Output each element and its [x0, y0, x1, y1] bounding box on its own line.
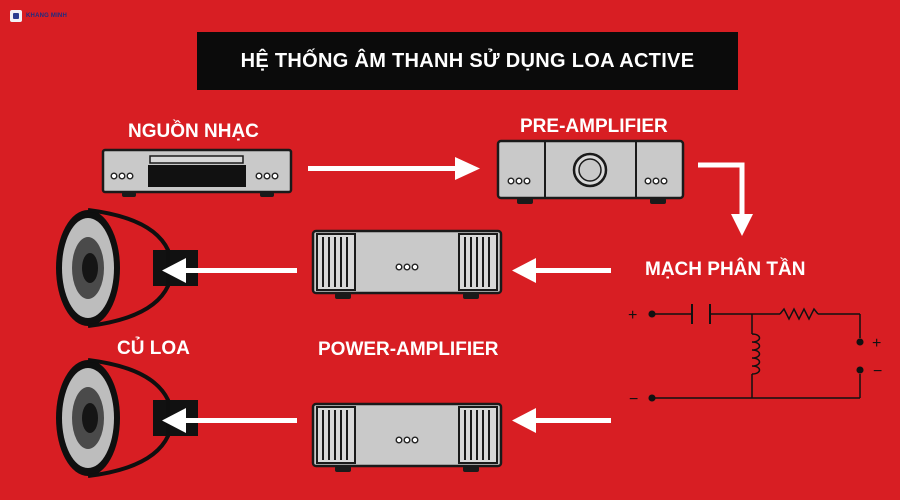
- arrow-icon: [512, 408, 611, 433]
- arrow-icon: [698, 162, 753, 236]
- label-pre-amplifier: PRE-AMPLIFIER: [520, 116, 668, 137]
- crossover-circuit-icon: [648, 304, 864, 402]
- arrow-icon: [308, 157, 480, 180]
- power-amplifier-icon: [313, 231, 501, 299]
- label-crossover: MẠCH PHÂN TẦN: [645, 259, 806, 280]
- cd-player-icon: [101, 148, 293, 197]
- crossover-input-minus: −: [629, 391, 638, 408]
- label-speaker-driver: CỦ LOA: [117, 338, 190, 359]
- crossover-output-minus: −: [873, 363, 882, 380]
- title-bar: HỆ THỐNG ÂM THANH SỬ DỤNG LOA ACTIVE: [197, 32, 738, 90]
- crossover-output-plus: +: [872, 335, 881, 352]
- label-music-source: NGUỒN NHẠC: [128, 121, 259, 142]
- power-amplifier-icon: [313, 404, 501, 472]
- brand-logo-icon: [10, 10, 22, 22]
- arrow-icon: [162, 258, 297, 283]
- arrow-icon: [512, 258, 611, 283]
- label-power-amplifier: POWER-AMPLIFIER: [318, 339, 499, 360]
- crossover-signs: + − + −: [628, 307, 882, 408]
- arrow-icon: [162, 408, 297, 433]
- brand-logo: KHANG MINH: [10, 10, 67, 22]
- diagram-title: HỆ THỐNG ÂM THANH SỬ DỤNG LOA ACTIVE: [240, 49, 695, 72]
- pre-amplifier-icon: [496, 139, 685, 204]
- brand-logo-text: KHANG MINH: [26, 13, 67, 19]
- crossover-input-plus: +: [628, 307, 637, 324]
